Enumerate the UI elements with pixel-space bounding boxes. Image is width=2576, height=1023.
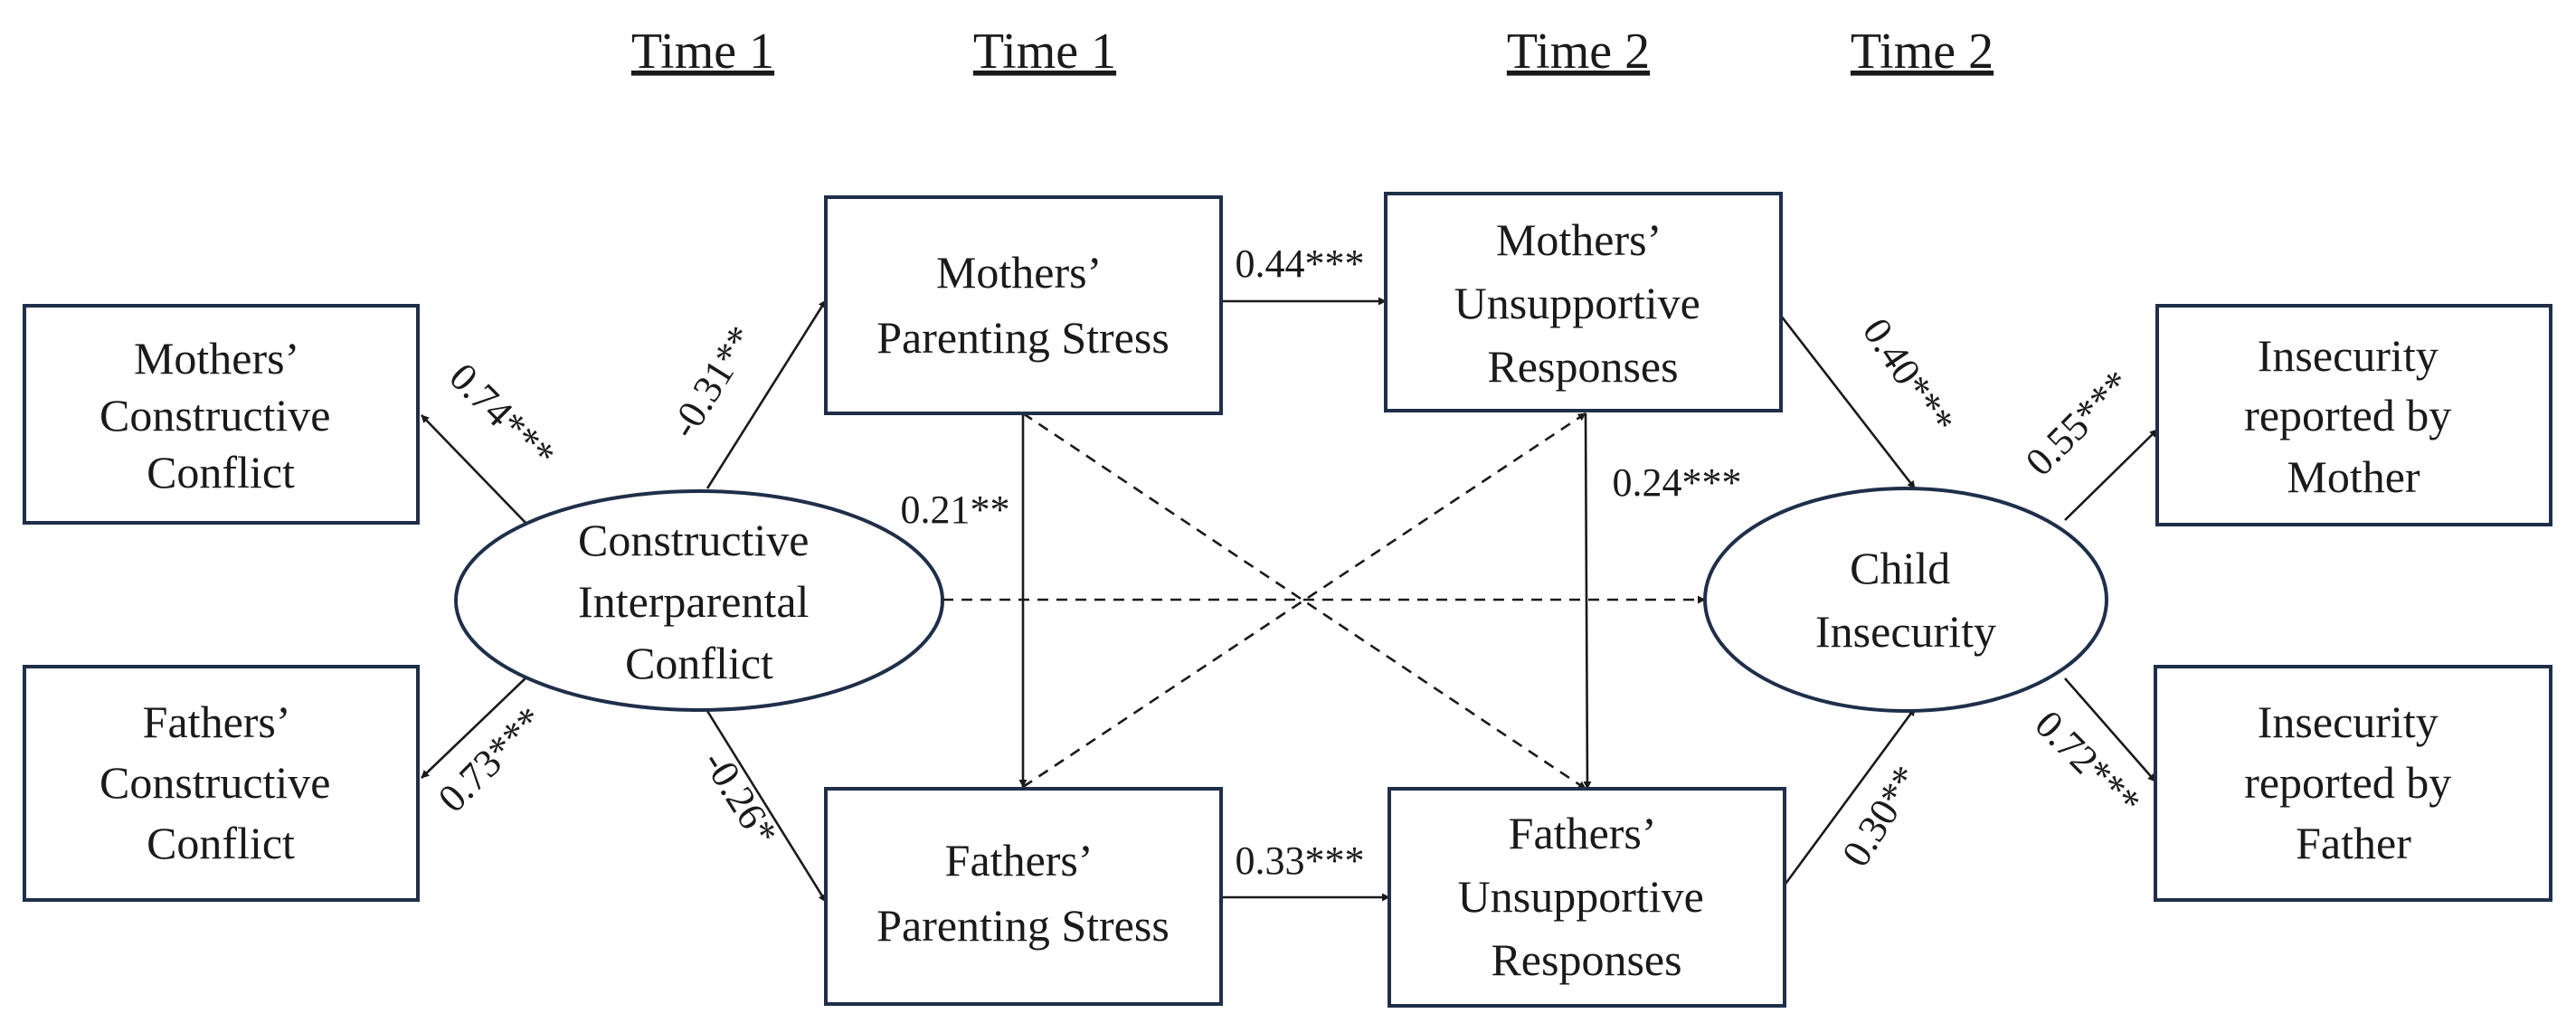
svg-text:Fathers’ Unsupportive: Fathers’ Unsupportive Responses [1458,808,1716,985]
svg-text:Mothers’ Constructive: Mothers’ Constructive Conflict [99,333,342,497]
coef-ci-irf: 0.72*** [2026,702,2149,825]
coef-cic-mcc: 0.74*** [440,355,564,478]
path-mur-to-ci [1773,307,1917,489]
header-time2-b: Time 2 [1851,24,1994,80]
node-mothers-parenting-stress: Mothers’ Parenting Stress [824,195,1223,415]
coef-fps-fur: 0.33*** [1236,838,1365,883]
coef-cic-fps: -0.26* [694,743,786,853]
node-fathers-constructive-conflict: Fathers’ Constructive Conflict [23,665,420,902]
path-mur-to-fur [1583,412,1592,790]
svg-text:Constructive Interpare: Constructive Interparental Conflict [578,515,820,688]
node-insecurity-reported-by-mother: Insecurity reported by Mother [2155,304,2552,526]
coef-cic-fcc: 0.73*** [430,698,553,821]
svg-text:Child Insecurity: Child Insecurity [1815,543,1996,657]
paths [421,297,2158,903]
node-child-insecurity: Child Insecurity [1703,487,2108,713]
node-insecurity-reported-by-father: Insecurity reported by Father [2154,665,2552,902]
coef-mps-fps: 0.21** [901,488,1010,532]
path-cic-to-mps [706,299,828,489]
header-time2-a: Time 2 [1507,24,1650,80]
svg-text:Mothers’ Parenting Str: Mothers’ Parenting Stress [876,247,1170,363]
coef-mur-fur: 0.24*** [1613,460,1742,505]
svg-text:Mothers’ Unsupportive: Mothers’ Unsupportive Responses [1454,214,1712,392]
svg-text:Insecurity reported by: Insecurity reported by Mother [2244,330,2463,502]
coef-mps-mur: 0.44*** [1236,242,1365,286]
path-ci-to-irf [2064,677,2156,782]
path-fur-to-ci [1776,707,1917,895]
header-time1-b: Time 1 [973,24,1116,80]
coef-mur-ci: 0.40*** [1854,310,1964,442]
path-ci-to-irm [2064,429,2158,521]
node-mothers-unsupportive-responses: Mothers’ Unsupportive Responses [1384,192,1783,412]
column-headers: Time 1 Time 1 Time 2 Time 2 [631,24,1994,80]
svg-text:Insecurity reported by: Insecurity reported by Father [2244,696,2463,868]
svg-text:Fathers’ Parenting Str: Fathers’ Parenting Stress [876,835,1170,951]
svg-text:Fathers’ Constructive: Fathers’ Constructive Conflict [99,696,342,868]
coef-cic-mps: -0.31** [661,318,763,446]
header-time1-a: Time 1 [631,24,774,80]
path-cic-to-mcc [421,414,530,527]
node-constructive-interparental-conflict: Constructive Interparental Conflict [454,489,944,712]
path-cic-to-fps [706,710,828,903]
node-fathers-parenting-stress: Fathers’ Parenting Stress [824,787,1223,1006]
coef-fur-ci: 0.30** [1833,758,1929,875]
node-mothers-constructive-conflict: Mothers’ Constructive Conflict [23,304,420,525]
nodes: Mothers’ Constructive Conflict Fathers’ … [23,192,2552,1008]
path-cic-to-fcc [421,674,530,779]
node-fathers-unsupportive-responses: Fathers’ Unsupportive Responses [1387,787,1786,1008]
